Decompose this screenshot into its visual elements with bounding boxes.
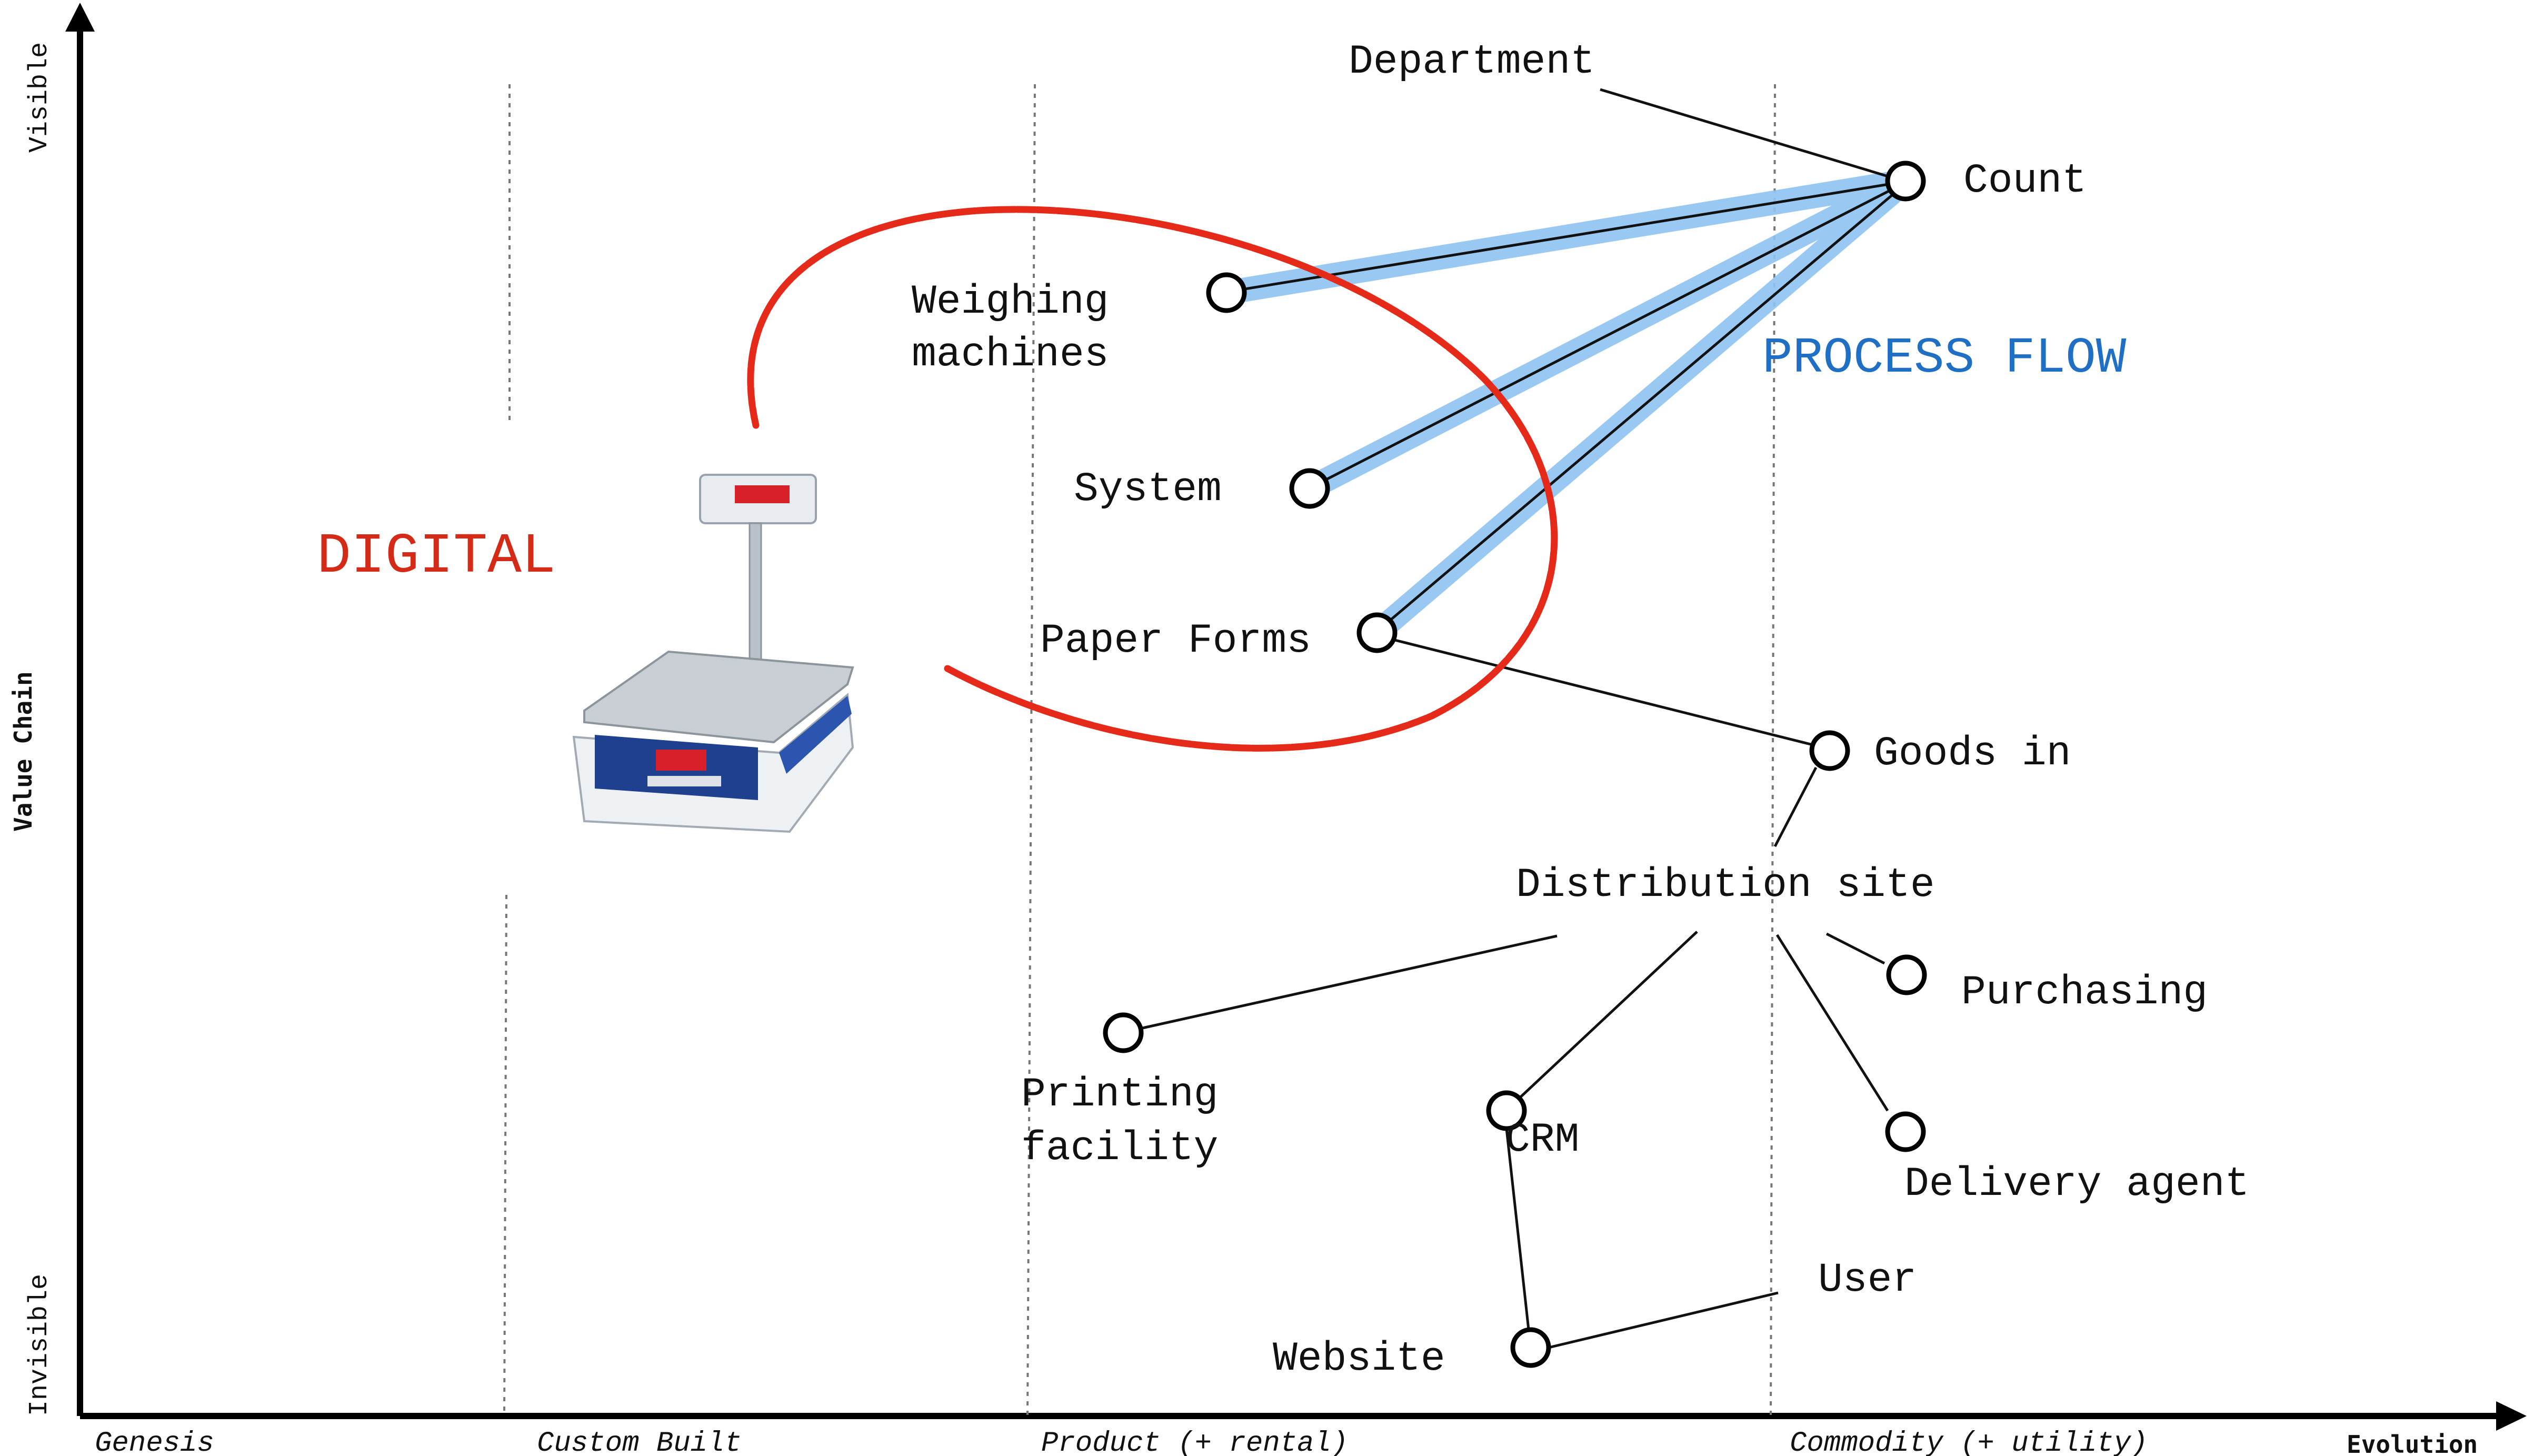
y-axis-arrow-icon [65,3,95,32]
label-department: Department [1349,39,1595,85]
link-department-count [1600,88,1890,178]
label-website: Website [1273,1336,1445,1382]
label-paper-forms: Paper Forms [1040,618,1311,664]
label-weighing-machines-2: machines [912,332,1109,378]
node-printing-facility[interactable] [1103,1012,1144,1053]
y-axis-bottom-label: Invisible [25,1274,55,1416]
label-goods-in: Goods in [1874,731,2071,777]
node-paper-forms[interactable] [1356,612,1398,653]
label-crm: CRM [1505,1117,1579,1163]
label-weighing-machines-1: Weighing [912,279,1109,325]
nodes [1103,161,1927,1368]
label-printing-facility-2: facility [1021,1125,1218,1172]
link-crm-website [1505,1128,1530,1330]
node-delivery-agent[interactable] [1885,1111,1926,1152]
label-delivery-agent: Delivery agent [1904,1161,2249,1208]
y-axis-top-label: Visible [25,42,55,153]
node-count[interactable] [1885,161,1926,202]
link-count-paper-forms [1378,192,1896,631]
divider-product [1026,84,1036,1415]
scale-head-display [735,485,790,503]
digital-label: DIGITAL [317,525,556,589]
node-website[interactable] [1510,1327,1551,1368]
node-system[interactable] [1289,468,1330,509]
label-count: Count [1963,158,2087,204]
node-crm[interactable] [1486,1090,1527,1131]
scale-side-blue [779,696,852,774]
link-distribution-purchasing [1825,932,1885,965]
y-axis-title: Value Chain [9,671,37,832]
label-user: User [1818,1257,1917,1303]
link-count-system [1312,188,1893,488]
link-count-weighing [1228,183,1889,293]
label-system: System [1074,466,1222,513]
label-purchasing: Purchasing [1961,970,2208,1016]
stage-product: Product (+ rental) [1041,1428,1348,1456]
node-purchasing[interactable] [1886,954,1927,995]
link-distribution-printing [1140,934,1558,1030]
x-axis-arrow-icon [2496,1401,2527,1431]
stage-commodity: Commodity (+ utility) [1790,1428,2148,1456]
link-distribution-crm [1514,931,1698,1103]
stage-custom-built: Custom Built [537,1428,742,1456]
process-flow-highlight [1214,169,1918,645]
scale-keypad [647,776,721,786]
dependency-links [1140,88,1896,1349]
link-distribution-delivery [1775,934,1889,1112]
axes [65,3,2527,1431]
link-goods-in-distribution [1773,766,1818,847]
node-weighing-machines[interactable] [1206,272,1247,313]
x-axis-title: Evolution [2347,1430,2478,1456]
weighing-scale-image [572,474,854,833]
divider-custom-built-lower [503,894,507,1415]
link-paper-forms-goods-in [1394,639,1811,746]
node-goods-in[interactable] [1809,730,1850,771]
label-printing-facility-1: Printing [1021,1072,1218,1118]
label-distribution-site: Distribution site [1516,862,1935,909]
link-website-user [1548,1291,1779,1349]
scale-front-display [656,750,706,771]
scale-platter [583,650,854,744]
digital-highlight-loop [747,206,1558,752]
stage-genesis: Genesis [95,1428,214,1456]
process-flow-label: PROCESS FLOW [1762,330,2127,387]
